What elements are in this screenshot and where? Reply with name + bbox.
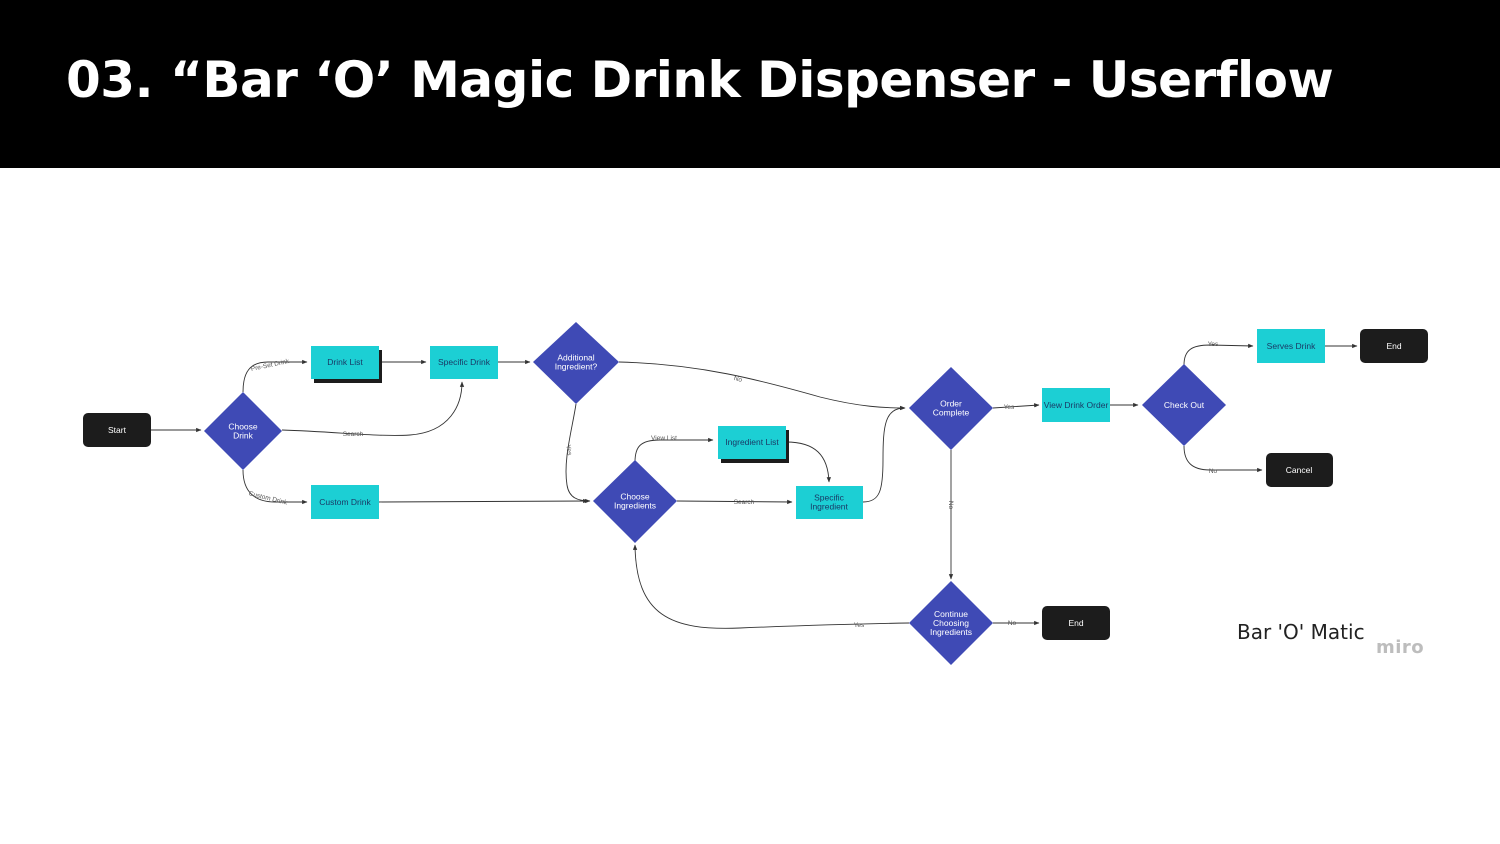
label-line: Ingredients <box>614 501 656 511</box>
label-line: Specific <box>814 493 845 503</box>
edge-ingredient-list-to-specific-ingredient <box>785 441 831 483</box>
edge-label-no-additional: No <box>733 375 743 384</box>
edge-additional-ingredient-no-to-order-complete <box>618 361 906 411</box>
node-continue-choosing[interactable] <box>909 581 993 665</box>
node-custom-drink-label: Custom Drink <box>319 497 371 507</box>
node-specific-drink-label: Specific Drink <box>438 357 491 367</box>
label-line: Ingredients <box>930 627 972 637</box>
label-line: Choose <box>228 422 258 432</box>
node-serves-drink-label: Serves Drink <box>1267 341 1316 351</box>
edge-label-search-top: Search <box>343 431 364 438</box>
edge-check-out-no-to-cancel <box>1183 445 1263 473</box>
node-end-top-label: End <box>1386 341 1401 351</box>
node-choose-drink[interactable] <box>204 392 282 470</box>
slide-title: 03. “Bar ‘O’ Magic Drink Dispenser - Use… <box>66 51 1334 109</box>
label-line: Continue <box>934 609 968 619</box>
edge-custom-drink-to-choose-ingredients <box>378 498 589 504</box>
edge-choose-ingredients-search-to-specific-ingredient <box>676 499 793 505</box>
node-check-out[interactable] <box>1142 364 1226 446</box>
edge-choose-drink-search-to-specific-drink <box>281 381 465 436</box>
edge-check-out-yes-to-serves-drink <box>1183 343 1254 366</box>
node-ingredient-list-label: Ingredient List <box>725 437 779 447</box>
label-line: Ingredient? <box>555 362 598 372</box>
edge-label-yes-continue: Yes <box>854 622 865 629</box>
board-name: Bar 'O' Matic <box>1237 620 1365 644</box>
node-end-bottom[interactable] <box>1042 606 1110 640</box>
edge-choose-drink-to-custom-drink <box>242 469 308 505</box>
node-end-bottom-label: End <box>1068 618 1083 628</box>
edge-label-yes-additional: Yes <box>564 444 573 456</box>
edge-order-complete-yes-to-view-drink-order <box>992 403 1040 409</box>
node-custom-drink[interactable] <box>311 485 379 519</box>
edge-label-no-continue: No <box>1008 620 1017 627</box>
node-additional-ingredient[interactable] <box>533 322 619 404</box>
title-bar: 03. “Bar ‘O’ Magic Drink Dispenser - Use… <box>0 0 1500 168</box>
node-serves-drink[interactable] <box>1257 329 1325 363</box>
node-choose-ingredients[interactable] <box>593 460 677 543</box>
edge-label-yes-order: Yes <box>1004 404 1015 411</box>
edge-label-custom-drink: Custom Drink <box>248 490 289 506</box>
node-specific-ingredient[interactable] <box>796 486 863 519</box>
label-line: Ingredient <box>810 502 848 512</box>
edge-label-yes-checkout: Yes <box>1208 341 1219 348</box>
miro-logo: miro <box>1376 637 1425 658</box>
edges <box>151 343 1358 629</box>
label-line: Choosing <box>933 618 969 628</box>
edge-labels: Pre-Set Drink Search Custom Drink No Yes… <box>248 341 1219 629</box>
edge-label-no-checkout: No <box>1209 468 1218 475</box>
node-end-top[interactable] <box>1360 329 1428 363</box>
node-start[interactable] <box>83 413 151 447</box>
label-line: Complete <box>933 408 970 418</box>
edge-choose-drink-to-drink-list <box>242 359 308 393</box>
node-view-drink-order-label: View Drink Order <box>1044 400 1109 410</box>
node-specific-drink[interactable] <box>430 346 498 379</box>
node-start-label: Start <box>108 425 127 435</box>
label-line: Choose <box>620 492 650 502</box>
edge-label-pre-set-drink: Pre-Set Drink <box>250 358 290 373</box>
node-check-out-label: Check Out <box>1164 400 1205 410</box>
edge-continue-choosing-yes-to-choose-ingredients <box>632 544 910 629</box>
userflow-diagram: Pre-Set Drink Search Custom Drink No Yes… <box>83 322 1428 665</box>
node-ingredient-list[interactable] <box>718 426 786 459</box>
node-view-drink-order[interactable] <box>1042 388 1110 422</box>
label-line: Additional <box>557 353 594 363</box>
edge-label-view-list: View List <box>651 435 677 442</box>
node-drink-list[interactable] <box>311 346 379 379</box>
label-line: Drink <box>233 431 254 441</box>
edge-specific-ingredient-to-order-complete <box>862 405 906 503</box>
edge-label-search-mid: Search <box>734 499 755 506</box>
edge-label-no-order: No <box>947 501 954 510</box>
label-line: Order <box>940 399 962 409</box>
edge-additional-ingredient-yes-to-choose-ingredients <box>565 403 591 504</box>
node-cancel-label: Cancel <box>1286 465 1313 475</box>
node-cancel[interactable] <box>1266 453 1333 487</box>
node-order-complete[interactable] <box>909 367 993 450</box>
node-drink-list-label: Drink List <box>327 357 363 367</box>
edge-choose-ingredients-to-ingredient-list <box>634 437 714 463</box>
